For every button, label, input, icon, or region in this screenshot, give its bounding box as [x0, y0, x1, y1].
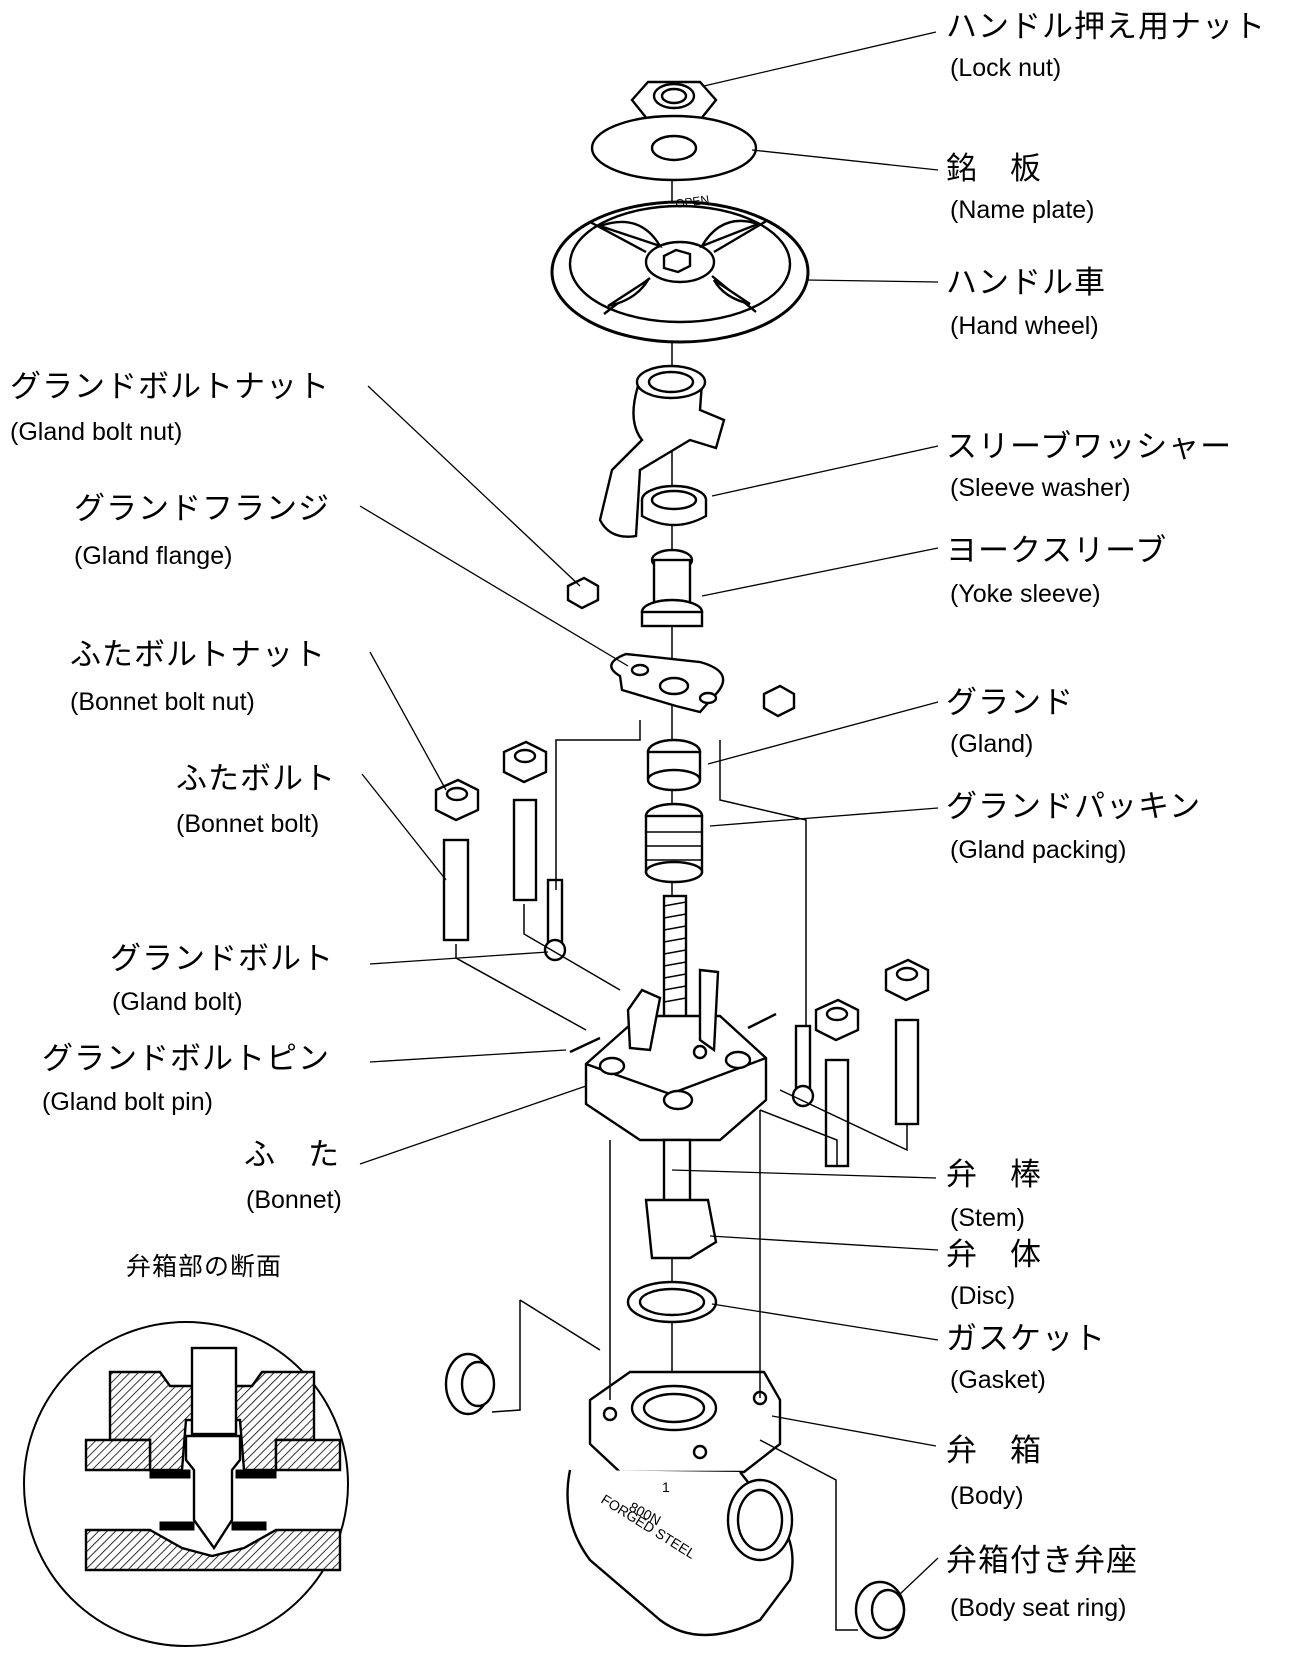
label-stem-jp: 弁 棒	[946, 1157, 1042, 1193]
label-bonnet-bolt-jp: ふたボルト	[176, 761, 336, 797]
label-hand-wheel-jp: ハンドル車	[946, 265, 1106, 301]
leader-yoke-sleeve	[701, 547, 939, 597]
label-disc-jp: 弁 体	[946, 1237, 1042, 1273]
label-bonnet-bolt-nut-jp: ふたボルトナット	[70, 637, 326, 673]
leader-bonnet-bolt-nut	[369, 651, 447, 791]
label-gland-bolt-pin-en: (Gland bolt pin)	[42, 1088, 213, 1116]
stem-lower	[662, 1138, 692, 1206]
label-gland-bolt-pin-jp: グランドボルトピン	[42, 1041, 330, 1077]
label-body-seat-ring-en: (Body seat ring)	[950, 1594, 1127, 1622]
disc-drawing	[644, 1198, 718, 1260]
name-plate-drawing	[590, 114, 758, 182]
sleeve-washer-drawing	[640, 484, 708, 527]
body-drawing: 1 800N FORGED STEEL	[566, 1370, 794, 1637]
bonnet-bolt-right-2	[884, 958, 930, 1126]
label-gland-bolt-nut-en: (Gland bolt nut)	[10, 418, 183, 446]
seat-ring-right	[854, 1580, 906, 1640]
leader-gland-bolt-pin	[369, 1049, 567, 1063]
label-body-seat-ring-jp: 弁箱付き弁座	[946, 1543, 1138, 1579]
gland-packing-drawing	[644, 802, 704, 884]
gland-bolt-pin-left	[569, 1036, 601, 1054]
label-name-plate-jp: 銘 板	[946, 151, 1042, 187]
label-yoke-sleeve-en: (Yoke sleeve)	[950, 580, 1101, 608]
label-bonnet-jp: ふ た	[244, 1137, 340, 1173]
label-bonnet-en: (Bonnet)	[246, 1186, 342, 1214]
label-gland-flange-en: (Gland flange)	[74, 542, 233, 570]
leader-sleeve-washer	[711, 445, 939, 497]
label-gland-bolt-jp: グランドボルト	[110, 941, 334, 977]
section-view-title: 弁箱部の断面	[126, 1252, 283, 1281]
leader-gland-bolt-nut	[367, 385, 581, 587]
bonnet-bolt-left-2	[502, 740, 548, 902]
label-gland-bolt-en: (Gland bolt)	[112, 988, 243, 1016]
gland-bolt-nut-left	[566, 576, 600, 610]
label-gland-jp: グランド	[946, 685, 1074, 721]
seat-ring-left	[444, 1352, 496, 1416]
leader-gland	[707, 701, 939, 765]
label-disc-en: (Disc)	[950, 1282, 1016, 1310]
leader-body	[771, 1415, 937, 1447]
section-view	[23, 1321, 349, 1647]
lock-nut-drawing	[630, 80, 718, 122]
label-bonnet-bolt-en: (Bonnet bolt)	[176, 810, 320, 838]
gland-bolt-nut-right	[762, 684, 796, 718]
hand-wheel-drawing: OPEN	[550, 192, 810, 344]
yoke-drawing	[598, 364, 726, 538]
leader-body-seat-ring	[899, 1557, 939, 1595]
label-gland-bolt-nut-jp: グランドボルトナット	[10, 369, 330, 405]
leader-gasket	[711, 1303, 939, 1341]
bonnet-drawing	[584, 968, 768, 1142]
label-name-plate-en: (Name plate)	[950, 196, 1095, 224]
leader-name-plate	[751, 149, 939, 171]
gland-bolt-right	[791, 1024, 815, 1108]
leader-disc	[709, 1235, 939, 1251]
label-hand-wheel-en: (Hand wheel)	[950, 312, 1099, 340]
leader-stem	[671, 1169, 937, 1179]
label-gland-flange-jp: グランドフランジ	[74, 491, 330, 527]
leader-bonnet	[359, 1085, 587, 1165]
label-bonnet-bolt-nut-en: (Bonnet bolt nut)	[70, 688, 255, 716]
body-size-mark: 1	[662, 1479, 670, 1495]
label-stem-en: (Stem)	[950, 1204, 1025, 1232]
gland-flange-drawing	[610, 652, 725, 714]
leader-hand-wheel	[805, 279, 939, 283]
label-body-en: (Body)	[950, 1482, 1024, 1510]
gland-drawing	[646, 738, 702, 792]
leader-gland-packing	[709, 807, 939, 827]
yoke-sleeve-drawing	[640, 548, 704, 628]
gland-bolt-pin-right	[747, 1012, 777, 1030]
label-gasket-jp: ガスケット	[946, 1321, 1106, 1357]
section-circle	[23, 1321, 349, 1647]
label-sleeve-washer-en: (Sleeve washer)	[950, 474, 1131, 502]
label-gland-packing-en: (Gland packing)	[950, 836, 1127, 864]
label-gland-en: (Gland)	[950, 730, 1034, 758]
label-gland-packing-jp: グランドパッキン	[946, 789, 1202, 825]
label-yoke-sleeve-jp: ヨークスリーブ	[946, 533, 1168, 569]
wheel-open-text: OPEN	[674, 192, 710, 211]
leader-lock-nut	[703, 31, 937, 87]
leader-bonnet-bolt	[361, 773, 447, 881]
leader-gland-bolt	[369, 951, 549, 965]
label-lock-nut-jp: ハンドル押え用ナット	[946, 9, 1266, 45]
label-lock-nut-en: (Lock nut)	[950, 54, 1062, 82]
gland-bolt-left	[543, 878, 567, 962]
leader-gland-flange	[359, 505, 629, 667]
label-gasket-en: (Gasket)	[950, 1366, 1046, 1394]
gasket-drawing	[626, 1280, 718, 1324]
label-sleeve-washer-jp: スリーブワッシャー	[946, 429, 1233, 465]
bonnet-bolt-left-1	[434, 778, 480, 942]
label-body-jp: 弁 箱	[946, 1433, 1042, 1469]
